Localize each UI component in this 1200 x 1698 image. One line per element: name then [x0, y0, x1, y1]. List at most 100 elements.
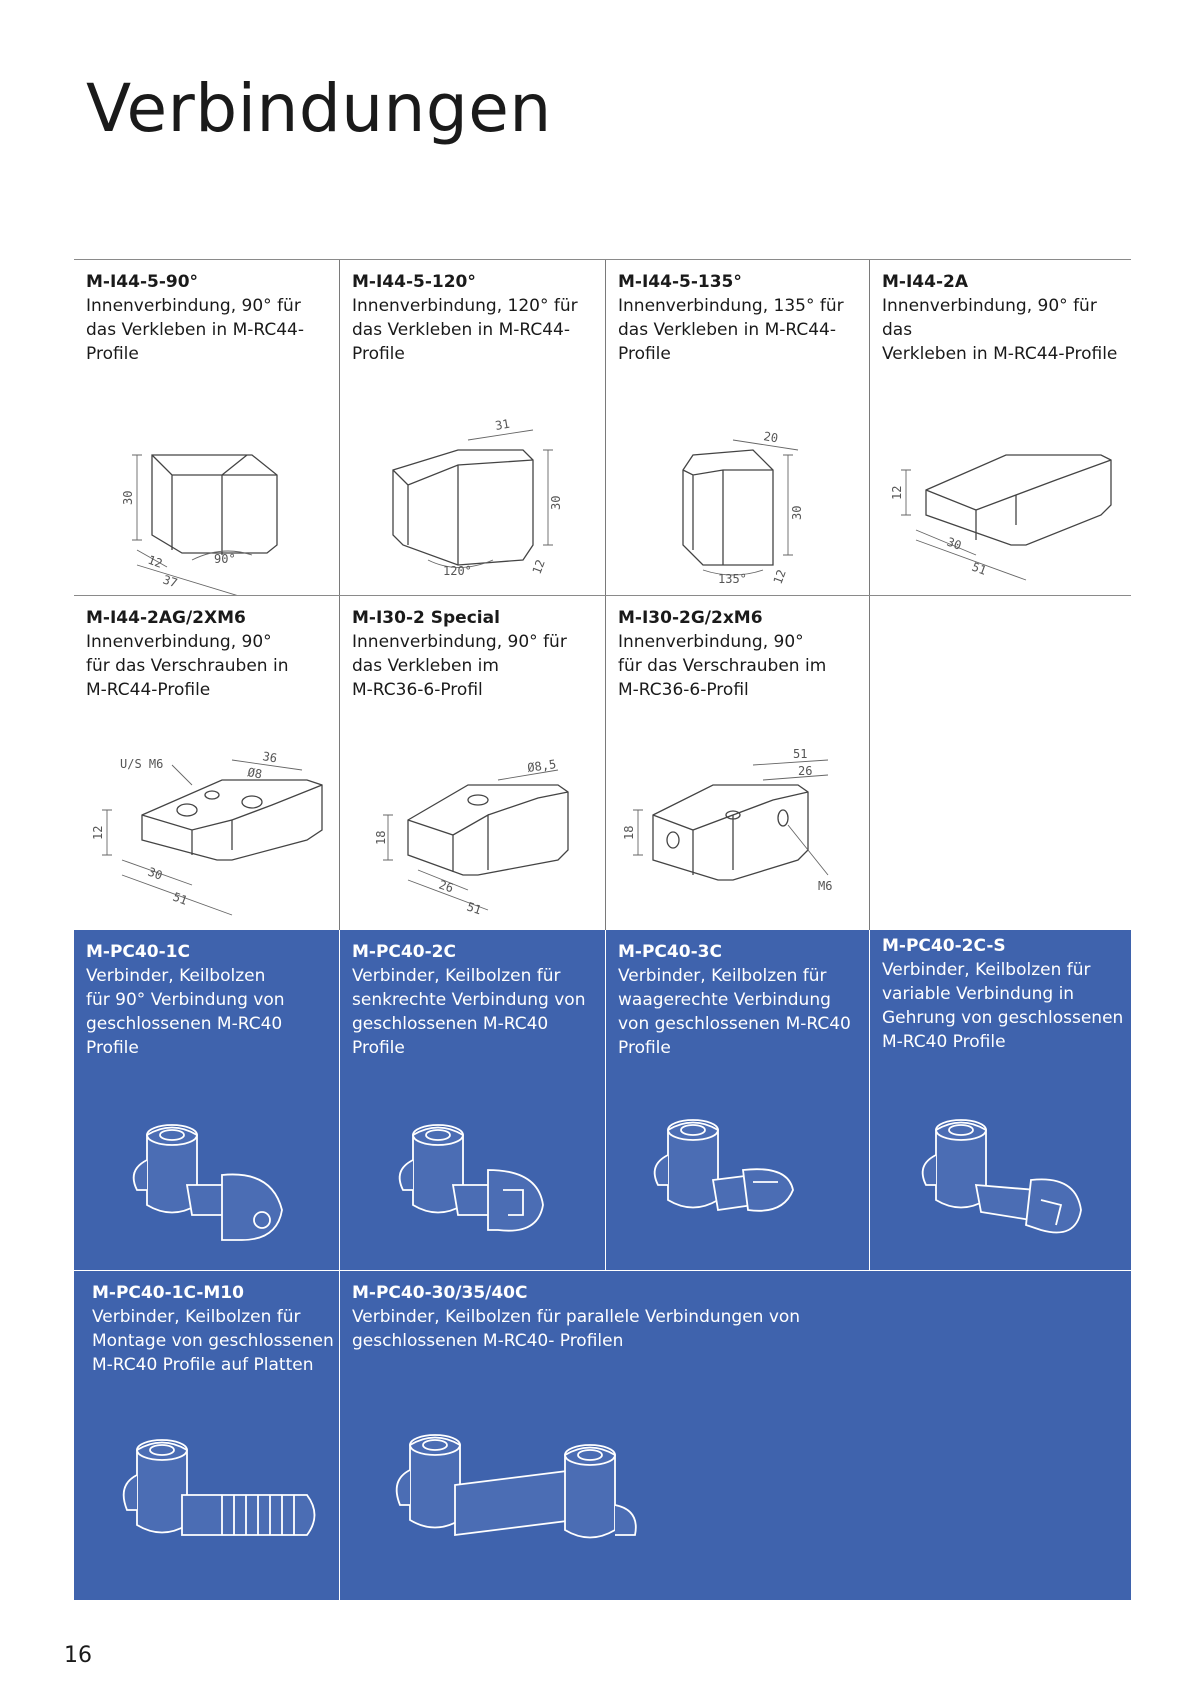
- empty-cell: [870, 596, 1131, 930]
- product-text: M-I30-2 Special Innenverbindung, 90° für…: [352, 606, 601, 702]
- product-description: Verbinder, Keilbolzen für senkrechte Ver…: [352, 966, 586, 1058]
- product-code: M-I44-5-90°: [86, 272, 199, 292]
- product-cell-m-pc40-2c-s: M-PC40-2C-S Verbinder, Keilbolzen für va…: [870, 930, 1131, 1270]
- dim-label: 51: [170, 890, 188, 908]
- product-code: M-PC40-2C-S: [882, 936, 1006, 956]
- product-text: M-PC40-1C Verbinder, Keilbolzen für 90° …: [86, 940, 335, 1060]
- dim-label: 12: [91, 826, 105, 840]
- product-text: M-I30-2G/2xM6 Innenverbindung, 90° für d…: [618, 606, 865, 702]
- product-text: M-I44-2A Innenverbindung, 90° für das Ve…: [882, 270, 1127, 366]
- product-description: Innenverbindung, 90° für das Verkleben i…: [882, 296, 1118, 364]
- product-text: M-PC40-2C-S Verbinder, Keilbolzen für va…: [882, 934, 1127, 1054]
- technical-drawing: U/S M6 36 Ø8 12 30 51: [74, 730, 339, 930]
- product-cell-m-i44-5-120: M-I44-5-120° Innenverbindung, 120° für d…: [340, 260, 606, 595]
- product-description: Verbinder, Keilbolzen für parallele Verb…: [352, 1307, 801, 1351]
- product-cell-m-pc40-1c: M-PC40-1C Verbinder, Keilbolzen für 90° …: [74, 930, 340, 1270]
- product-description: Verbinder, Keilbolzen für Montage von ge…: [92, 1307, 334, 1375]
- product-text: M-PC40-30/35/40C Verbinder, Keilbolzen f…: [352, 1281, 1127, 1353]
- product-code: M-I44-2A: [882, 272, 968, 292]
- connector-drawing: [340, 1090, 605, 1270]
- dim-label: 18: [622, 826, 636, 840]
- technical-drawing: 30 20 12 135°: [606, 395, 869, 595]
- dim-label: 30: [145, 865, 163, 883]
- dim-label: 36: [261, 749, 278, 765]
- product-cell-m-pc40-3c: M-PC40-3C Verbinder, Keilbolzen für waag…: [606, 930, 870, 1270]
- product-code: M-I30-2G/2xM6: [618, 608, 763, 628]
- product-row-1: M-I44-5-90° Innenverbindung, 90° für das…: [74, 259, 1131, 595]
- product-code: M-I44-2AG/2XM6: [86, 608, 246, 628]
- page-number: 16: [64, 1643, 92, 1668]
- dim-label: 12: [529, 558, 547, 576]
- product-cell-m-pc40-1c-m10: M-PC40-1C-M10 Verbinder, Keilbolzen für …: [74, 1271, 340, 1600]
- product-description: Verbinder, Keilbolzen für 90° Verbindung…: [86, 966, 285, 1058]
- product-text: M-PC40-3C Verbinder, Keilbolzen für waag…: [618, 940, 865, 1060]
- dim-label: U/S M6: [120, 757, 163, 771]
- product-cell-m-i44-5-90: M-I44-5-90° Innenverbindung, 90° für das…: [74, 260, 340, 595]
- product-code: M-PC40-1C-M10: [92, 1283, 244, 1303]
- product-cell-m-i30-2g-2xm6: M-I30-2G/2xM6 Innenverbindung, 90° für d…: [606, 596, 870, 930]
- dim-label: 20: [762, 429, 779, 445]
- product-code: M-I44-5-135°: [618, 272, 742, 292]
- connector-drawing: [340, 1410, 680, 1600]
- dim-label: 51: [969, 560, 987, 578]
- dim-label: 12: [770, 568, 788, 586]
- dim-label: 30: [121, 491, 135, 505]
- dim-label: 30: [944, 535, 962, 553]
- product-description: Verbinder, Keilbolzen für variable Verbi…: [882, 960, 1124, 1052]
- dim-label: 26: [437, 878, 455, 896]
- dim-label: 30: [790, 506, 804, 520]
- product-description: Innenverbindung, 90° für das Verschraube…: [86, 632, 289, 700]
- product-row-3: M-PC40-1C Verbinder, Keilbolzen für 90° …: [74, 930, 1131, 1270]
- product-cell-m-pc40-2c: M-PC40-2C Verbinder, Keilbolzen für senk…: [340, 930, 606, 1270]
- product-description: Innenverbindung, 90° für das Verkleben i…: [352, 632, 567, 700]
- product-description: Innenverbindung, 90° für das Verkleben i…: [86, 296, 304, 364]
- dim-label: 12: [890, 486, 904, 500]
- product-text: M-I44-5-120° Innenverbindung, 120° für d…: [352, 270, 601, 366]
- product-cell-m-i44-2a: M-I44-2A Innenverbindung, 90° für das Ve…: [870, 260, 1131, 595]
- product-code: M-PC40-1C: [86, 942, 190, 962]
- product-row-2: M-I44-2AG/2XM6 Innenverbindung, 90° für …: [74, 595, 1131, 930]
- connector-panel: M-PC40-1C Verbinder, Keilbolzen für 90° …: [74, 930, 1131, 1600]
- technical-drawing: 12 30 51: [870, 395, 1131, 595]
- product-description: Verbinder, Keilbolzen für waagerechte Ve…: [618, 966, 851, 1058]
- technical-drawing: Ø8,5 18 26 51: [340, 730, 605, 930]
- product-text: M-PC40-2C Verbinder, Keilbolzen für senk…: [352, 940, 601, 1060]
- product-cell-m-i44-5-135: M-I44-5-135° Innenverbindung, 135° für d…: [606, 260, 870, 595]
- angle-label: 120°: [443, 564, 472, 578]
- dim-label: 51: [465, 900, 483, 918]
- connector-drawing: [74, 1410, 339, 1600]
- product-row-4: M-PC40-1C-M10 Verbinder, Keilbolzen für …: [74, 1270, 1131, 1600]
- product-text: M-PC40-1C-M10 Verbinder, Keilbolzen für …: [92, 1281, 335, 1377]
- product-description: Innenverbindung, 120° für das Verkleben …: [352, 296, 578, 364]
- angle-label: 135°: [718, 572, 747, 586]
- product-code: M-I30-2 Special: [352, 608, 500, 628]
- product-text: M-I44-2AG/2XM6 Innenverbindung, 90° für …: [86, 606, 335, 702]
- connector-drawing: [870, 1090, 1131, 1270]
- product-code: M-I44-5-120°: [352, 272, 476, 292]
- connector-drawing: [74, 1090, 339, 1270]
- dim-label: 51: [793, 747, 807, 761]
- page-title: Verbindungen: [86, 70, 552, 147]
- product-cell-m-i44-2ag-2xm6: M-I44-2AG/2XM6 Innenverbindung, 90° für …: [74, 596, 340, 930]
- technical-drawing: 30 31 12 120°: [340, 395, 605, 595]
- product-description: Innenverbindung, 90° für das Verschraube…: [618, 632, 827, 700]
- dim-label: 18: [374, 831, 388, 845]
- product-text: M-I44-5-90° Innenverbindung, 90° für das…: [86, 270, 335, 366]
- dim-label: Ø8: [246, 765, 263, 781]
- dim-label: 31: [494, 417, 511, 433]
- dim-label: 37: [161, 573, 179, 591]
- dim-label: M6: [818, 879, 832, 893]
- technical-drawing: 30 12 37 90°: [74, 395, 339, 595]
- angle-label: 90°: [214, 552, 236, 566]
- product-code: M-PC40-2C: [352, 942, 456, 962]
- dim-label: Ø8,5: [526, 757, 557, 775]
- product-cell-m-pc40-30-35-40c: M-PC40-30/35/40C Verbinder, Keilbolzen f…: [340, 1271, 1131, 1600]
- product-code: M-PC40-30/35/40C: [352, 1283, 528, 1303]
- dim-label: 30: [549, 496, 563, 510]
- dim-label: 12: [145, 553, 163, 571]
- product-code: M-PC40-3C: [618, 942, 722, 962]
- connector-drawing: [606, 1090, 869, 1270]
- technical-drawing: 51 26 18 M6: [606, 730, 869, 930]
- product-description: Innenverbindung, 135° für das Verkleben …: [618, 296, 844, 364]
- dim-label: 26: [798, 764, 812, 778]
